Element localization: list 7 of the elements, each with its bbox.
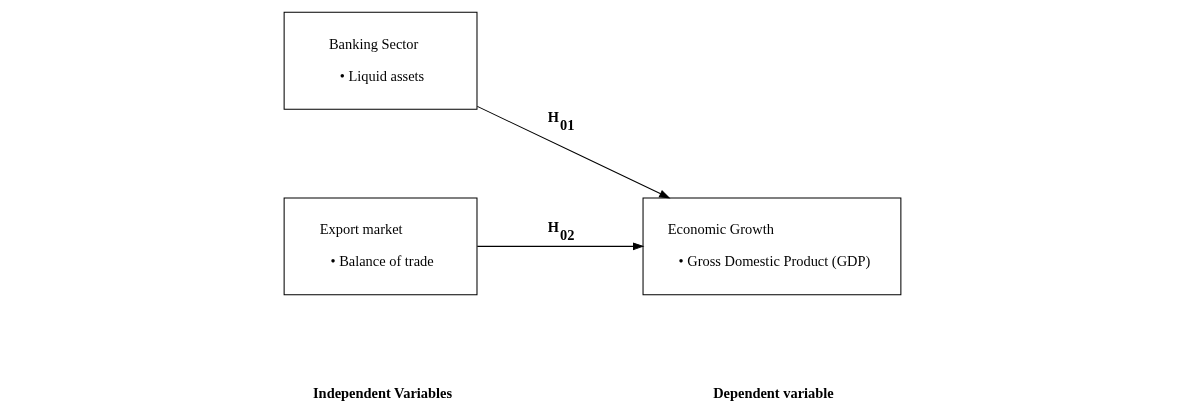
arrow <box>476 105 670 199</box>
node-box: Economic Growth • Gross Domestic Product (GDP) <box>642 197 901 296</box>
node-box: Banking Sector • Liquid assets <box>283 11 477 110</box>
label: Dependent variable <box>712 384 834 401</box>
node-box: Export market • Balance of trade <box>283 197 477 296</box>
arrow <box>476 242 644 251</box>
label: Independent Variables <box>312 384 452 401</box>
